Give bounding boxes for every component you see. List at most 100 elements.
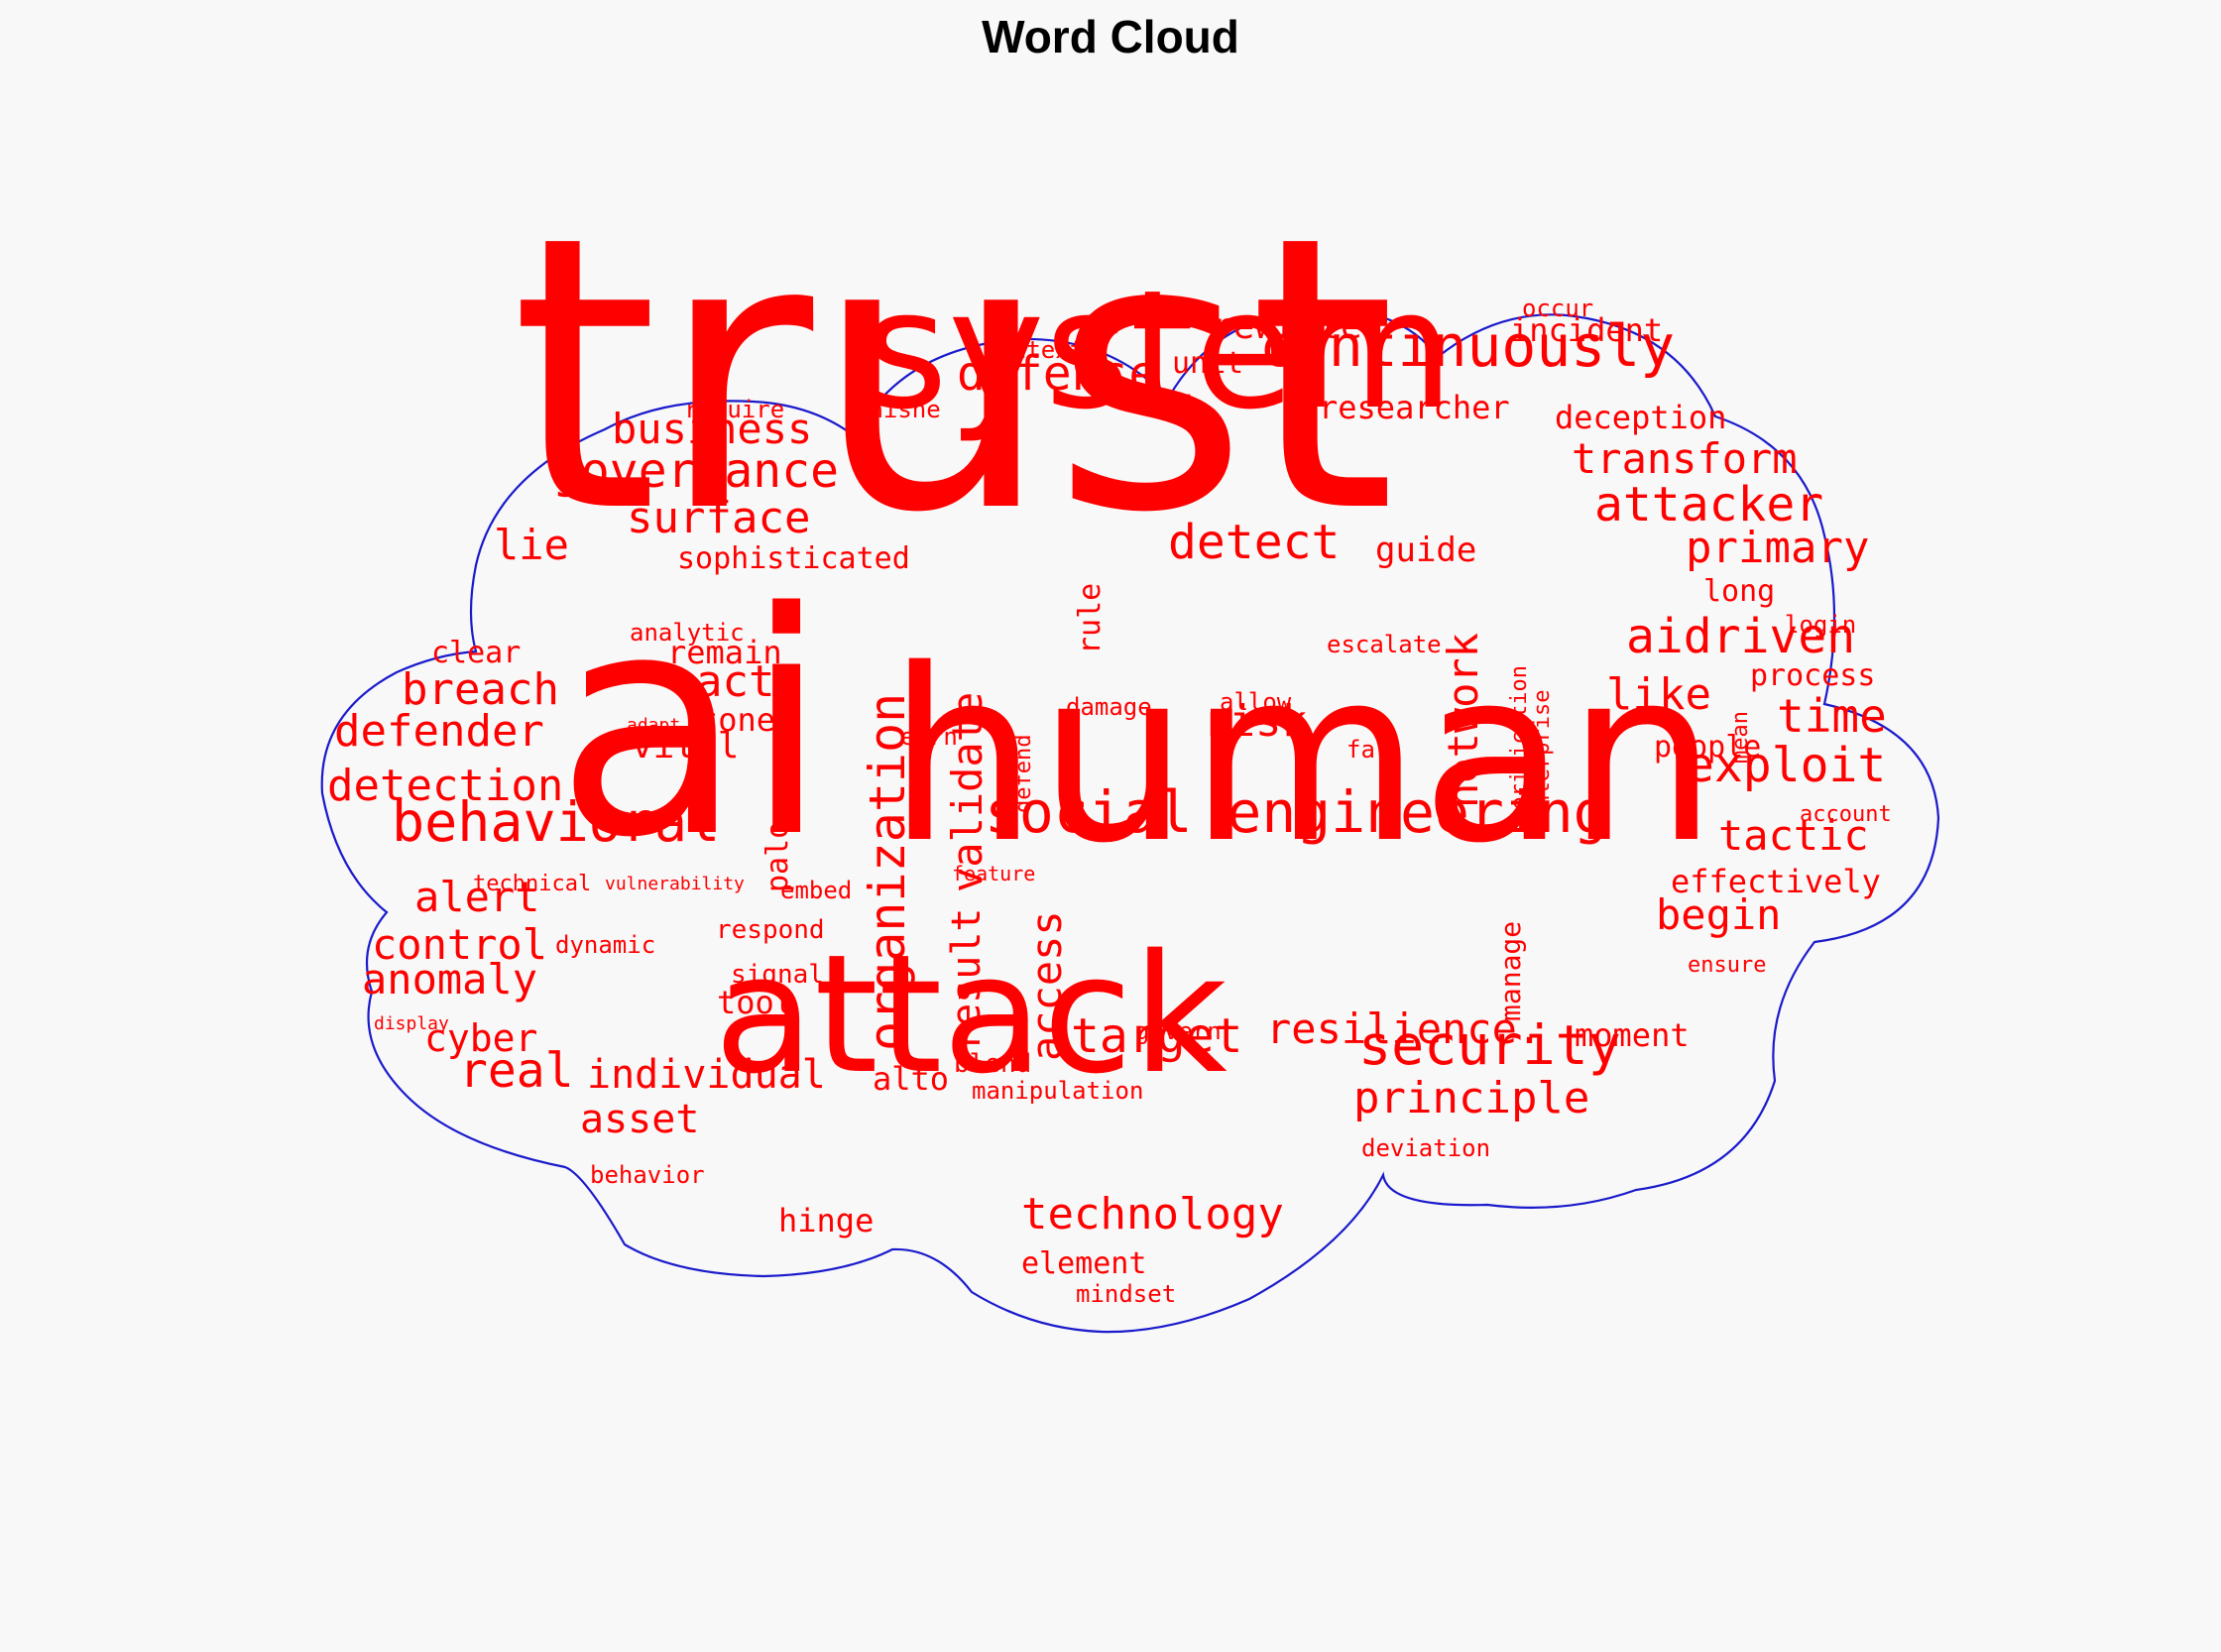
word-tone: tone <box>699 701 776 740</box>
word-embed: embed <box>780 877 853 905</box>
word-damage: damage <box>1066 693 1152 722</box>
word-analytic: analytic <box>630 619 745 648</box>
word-access: access <box>1022 910 1071 1061</box>
word-defender: defender <box>334 705 544 757</box>
word-manage: manage <box>1494 920 1527 1021</box>
word-unit: unit <box>1172 345 1244 381</box>
word-hinge: hinge <box>778 1202 875 1240</box>
word-network: network <box>1439 632 1487 808</box>
word-enterprise: enterprise <box>1530 689 1555 821</box>
word-asset: asset <box>580 1096 700 1142</box>
word-exploit: exploit <box>1686 737 1887 793</box>
word-control: control <box>372 920 548 970</box>
word-process: process <box>1750 657 1876 693</box>
word-people: people <box>1654 729 1762 765</box>
word-vulnerability: vulnerability <box>605 873 745 894</box>
word-target: target <box>1071 1007 1243 1064</box>
word-display: display <box>374 1012 449 1034</box>
word-lie: lie <box>494 521 569 570</box>
word-blend: blend <box>954 1048 1032 1079</box>
word-verification: verification <box>1507 665 1532 823</box>
word-security: security <box>1358 1013 1621 1078</box>
word-alert: alert <box>414 873 540 922</box>
word-remain: remain <box>667 634 782 672</box>
word-time: time <box>1777 689 1887 744</box>
word-business: business <box>612 405 813 454</box>
word-individual: individual <box>587 1051 826 1098</box>
word-guide: guide <box>1375 531 1477 571</box>
word-behavioral: behavioral <box>392 790 721 855</box>
word-deviation: deviation <box>1361 1134 1491 1163</box>
word-continuously: continuously <box>1259 311 1676 380</box>
word-clear: clear <box>431 635 522 670</box>
word-detect: detect <box>1168 514 1341 570</box>
word-technology: technology <box>1021 1188 1284 1239</box>
word-require: require <box>684 396 785 424</box>
word-detection: detection <box>327 760 564 811</box>
word-govern: govern <box>1135 1017 1222 1046</box>
word-occur: occur <box>1522 295 1594 323</box>
word-defense: defense <box>957 345 1158 402</box>
word-resilience-: resilience. <box>1266 1004 1543 1054</box>
word-respond: respond <box>716 914 825 945</box>
word-defend: defend <box>1011 734 1036 813</box>
word-dynamic: dynamic <box>555 931 656 960</box>
word-act: act <box>696 655 775 707</box>
cloud-mask-path <box>320 305 1940 1334</box>
word-real: real <box>459 1042 574 1099</box>
word-adapt: adapt <box>627 714 681 736</box>
word-surface: surface <box>627 492 811 543</box>
word-element: element <box>1021 1245 1147 1281</box>
word-principle: principle <box>1353 1072 1590 1123</box>
word-transform: transform <box>1572 434 1798 484</box>
word-social-engineering: social engineering <box>985 777 1608 846</box>
word-login: login <box>1785 611 1857 640</box>
word-result: result <box>944 907 990 1052</box>
word-manipulation: manipulation <box>972 1077 1144 1106</box>
word-mean: mean <box>1728 711 1753 764</box>
word-governance: governance <box>552 442 839 499</box>
word-like: like <box>1606 668 1711 720</box>
word-account: account <box>1800 801 1892 827</box>
word-anomaly: anomaly <box>362 955 538 1004</box>
word-long: long <box>1703 573 1776 609</box>
word-far: far <box>1346 736 1390 765</box>
word-attack: attack <box>714 919 1227 1111</box>
word-mindset: mindset <box>1076 1280 1177 1309</box>
word-breach: breach <box>402 663 559 715</box>
word-ensure: ensure <box>1688 952 1767 978</box>
word-primary: primary <box>1686 522 1870 573</box>
word-begin: begin <box>1656 890 1782 940</box>
word-ai: ai <box>555 547 830 906</box>
word-system: system <box>863 255 1455 446</box>
word-sophisticated: sophisticated <box>677 540 910 576</box>
word-risk: risk <box>1203 695 1308 747</box>
word-human: human <box>887 617 1718 895</box>
word-trust: trust <box>511 155 1397 595</box>
word-moment: moment <box>1575 1016 1690 1055</box>
word-aidriven: aidriven <box>1626 608 1856 664</box>
chart-title: Word Cloud <box>982 11 1239 62</box>
word-allow: allow <box>1220 688 1292 717</box>
word-signal: signal <box>731 959 824 990</box>
word-escalate: escalate <box>1327 631 1442 659</box>
word-attacker: attacker <box>1594 476 1824 532</box>
word-rewrite: rewrite <box>1212 305 1362 347</box>
word-tool: tool <box>717 984 794 1022</box>
word-feature: feature <box>952 862 1036 886</box>
word-rule: rule <box>1073 582 1108 654</box>
word-researcher: researcher <box>1319 389 1510 427</box>
word-earn: earn <box>900 723 958 752</box>
word-technical: technical <box>473 871 592 896</box>
word-alto: alto <box>873 1060 950 1099</box>
word-behavior: behavior <box>590 1161 705 1190</box>
word-tactic: tactic <box>1718 811 1869 861</box>
word-effectively: effectively <box>1671 863 1881 901</box>
word-deception: deception <box>1555 399 1727 437</box>
word-cyber: cyber <box>424 1016 538 1061</box>
word-vital: vital <box>632 725 740 767</box>
word-phishe: phishe <box>855 396 941 424</box>
word-context: context <box>984 336 1085 365</box>
